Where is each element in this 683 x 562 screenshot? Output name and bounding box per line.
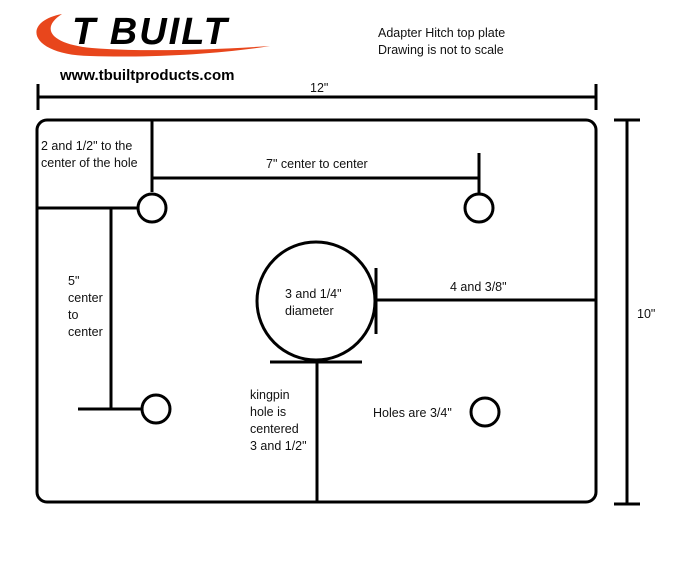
kingpin-diameter-label-1: 3 and 1/4" xyxy=(285,287,342,301)
kingpin-center-label-2: hole is xyxy=(250,405,286,419)
kingpin-hole: 3 and 1/4" diameter xyxy=(255,240,377,362)
kingpin-center-dimension: kingpin hole is centered 3 and 1/2" xyxy=(250,360,362,502)
height-dimension: 10" xyxy=(614,118,655,506)
title-line-2: Drawing is not to scale xyxy=(378,43,504,57)
height-label: 10" xyxy=(637,307,655,321)
kingpin-center-label-3: centered xyxy=(250,422,299,436)
vertical-spacing-dimension: 5" center to center xyxy=(68,208,142,411)
hole-bottom-left xyxy=(140,393,172,425)
horizontal-spacing-label: 7" center to center xyxy=(266,157,368,171)
vertical-spacing-label-1: 5" xyxy=(68,274,79,288)
corner-offset-label-1: 2 and 1/2" to the xyxy=(41,139,132,153)
kingpin-center-label-1: kingpin xyxy=(250,388,290,402)
hole-size-label: Holes are 3/4" xyxy=(373,406,452,420)
horizontal-spacing-dimension: 7" center to center xyxy=(152,153,481,194)
logo-wordmark: T BUILT xyxy=(72,11,230,53)
hole-top-left xyxy=(136,192,168,224)
width-label: 12" xyxy=(310,81,328,95)
kingpin-offset-label: 4 and 3/8" xyxy=(450,280,507,294)
hole-bottom-right xyxy=(469,396,501,428)
tbuilt-logo: T BUILT xyxy=(36,11,270,57)
title-line-1: Adapter Hitch top plate xyxy=(378,26,505,40)
width-dimension: 12" xyxy=(36,81,598,110)
kingpin-offset-dimension: 4 and 3/8" xyxy=(374,268,596,334)
website-url[interactable]: www.tbuiltproducts.com xyxy=(59,67,234,84)
kingpin-center-label-4: 3 and 1/2" xyxy=(250,439,307,453)
vertical-spacing-label-2: center xyxy=(68,291,103,305)
kingpin-diameter-label-2: diameter xyxy=(285,304,334,318)
vertical-spacing-label-3: to xyxy=(68,308,78,322)
vertical-spacing-label-4: center xyxy=(68,325,103,339)
hole-top-right xyxy=(463,192,495,224)
kingpin-circle xyxy=(255,240,377,362)
corner-offset-label-2: center of the hole xyxy=(41,156,138,170)
corner-offset-dimension: 2 and 1/2" to the center of the hole xyxy=(37,120,154,210)
